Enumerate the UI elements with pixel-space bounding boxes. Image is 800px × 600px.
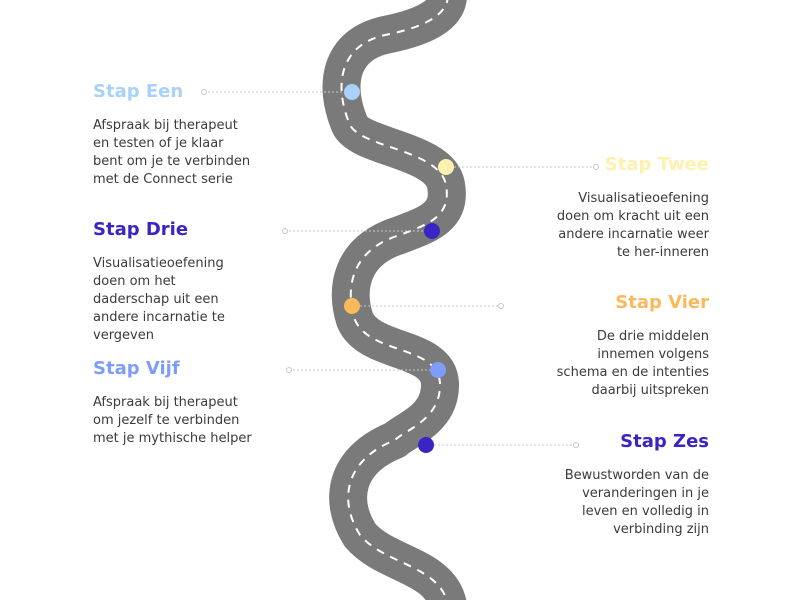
step-twee: Stap Twee Visualisatieoefening doen om k…	[509, 154, 709, 262]
step-drie-marker	[282, 223, 440, 239]
step-drie-connector-end	[282, 228, 288, 234]
step-zes-dot	[418, 437, 434, 453]
step-vier-connector-end	[498, 303, 504, 309]
step-vier-description: De drie middelen innemen volgens schema …	[556, 329, 709, 398]
step-drie-title: Stap Drie	[93, 219, 189, 240]
step-vier-marker	[344, 298, 504, 314]
step-een-connector-end	[201, 89, 207, 95]
step-twee-description: Visualisatieoefening doen om kracht uit …	[556, 191, 709, 260]
step-twee-connector-end	[593, 164, 599, 170]
step-drie: Stap Drie Visualisatieoefening doen om h…	[93, 219, 283, 345]
step-een-dot	[344, 84, 360, 100]
road-center-line	[340, 0, 449, 600]
step-vijf: Stap Vijf Afspraak bij therapeut om jeze…	[93, 358, 283, 448]
step-vijf-description: Afspraak bij therapeut om jezelf te verb…	[93, 395, 252, 446]
step-vier: Stap Vier De drie middelen innemen volge…	[509, 292, 709, 400]
step-een: Stap Een Afspraak bij therapeut en teste…	[93, 81, 283, 189]
step-zes: Stap Zes Bewustworden van de verandering…	[509, 431, 709, 539]
step-een-description: Afspraak bij therapeut en testen of je k…	[93, 118, 251, 187]
step-vijf-title: Stap Vijf	[93, 358, 180, 379]
step-twee-dot	[438, 159, 454, 175]
step-zes-title: Stap Zes	[620, 431, 709, 452]
step-zes-marker	[418, 437, 579, 453]
step-twee-title: Stap Twee	[604, 154, 709, 175]
step-een-title: Stap Een	[93, 81, 184, 102]
step-twee-marker	[438, 159, 599, 175]
step-vier-title: Stap Vier	[615, 292, 709, 313]
step-een-marker	[201, 84, 360, 100]
step-vijf-connector-end	[286, 367, 292, 373]
step-drie-description: Visualisatieoefening doen om het dadersc…	[93, 256, 225, 343]
step-drie-dot	[424, 223, 440, 239]
step-vijf-marker	[286, 362, 446, 378]
step-zes-description: Bewustworden van de veranderingen in je …	[564, 468, 709, 537]
step-vier-dot	[344, 298, 360, 314]
step-vijf-dot	[430, 362, 446, 378]
step-zes-connector-end	[573, 442, 579, 448]
